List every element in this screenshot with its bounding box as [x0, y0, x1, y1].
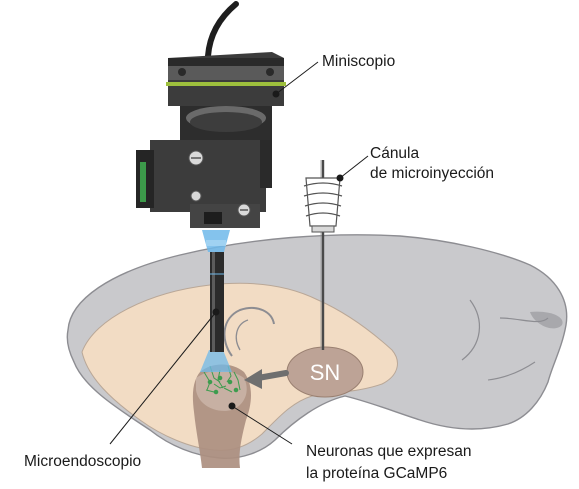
label-neurons-line2: la proteína GCaMP6 [306, 465, 447, 482]
label-neurons-line1: Neuronas que expresan [306, 443, 471, 460]
label-cannula-line2: de microinyección [370, 165, 494, 182]
brain-sagittal: SN [67, 235, 566, 468]
miniscope-device [136, 4, 286, 252]
leader-cannula [340, 156, 368, 178]
microendoscope-rod [210, 252, 224, 352]
label-cannula-line1: Cánula [370, 145, 419, 162]
label-microendoscope: Microendoscopio [24, 453, 141, 470]
label-miniscope: Miniscopio [322, 53, 395, 70]
sn-label: SN [310, 360, 341, 385]
miniscope-cable [208, 4, 236, 56]
